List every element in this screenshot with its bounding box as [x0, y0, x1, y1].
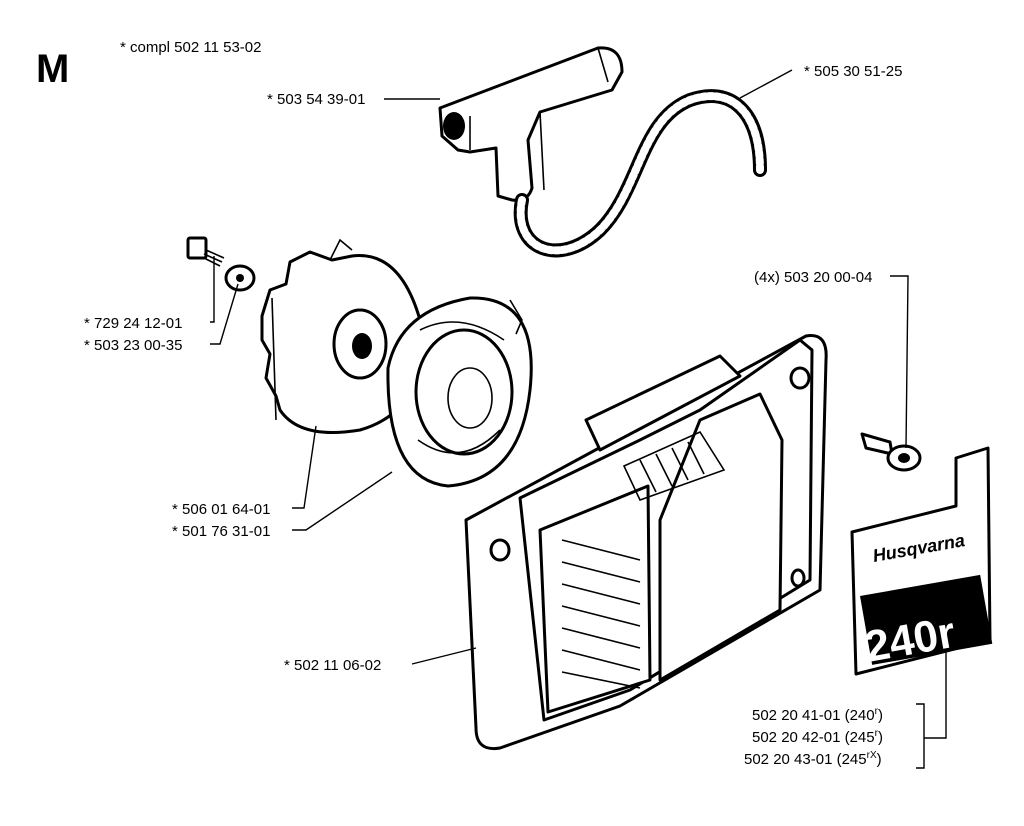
decal-variant-245rx: 502 20 43-01 (245rX): [744, 750, 882, 768]
label-handle-part: * 503 54 39-01: [267, 91, 365, 108]
washer-drawing: [224, 264, 256, 292]
assembly-note: * compl 502 11 53-02: [120, 39, 261, 56]
decal-drawing: Husqvarna 240r: [850, 446, 993, 676]
cover-screw-drawing: [860, 432, 922, 472]
label-cover-part: * 502 11 06-02: [284, 657, 381, 674]
small-screw-drawing: [186, 236, 225, 267]
leader-lines: [210, 69, 947, 769]
starter-cover-drawing: [464, 334, 828, 751]
label-cover-screw-part: (4x) 503 20 00-04: [754, 269, 872, 286]
sheet-letter: M: [36, 47, 69, 91]
starter-rope-drawing: [513, 89, 767, 258]
decal-variant-240r: 502 20 41-01 (240r): [752, 706, 883, 724]
label-washer-part: * 503 23 00-35: [84, 337, 182, 354]
spring-cassette-drawing: [386, 296, 533, 488]
cover-vent-slots: [561, 539, 641, 689]
label-rope-part: * 505 30 51-25: [804, 63, 902, 80]
pulley-drawing: [260, 238, 423, 434]
cover-grille: [622, 430, 726, 501]
label-spring-cassette-part: * 501 76 31-01: [172, 523, 270, 540]
label-small-screw-part: * 729 24 12-01: [84, 315, 182, 332]
starter-handle-drawing: [438, 46, 624, 202]
decal-variant-245r: 502 20 42-01 (245r): [752, 728, 883, 746]
label-pulley-part: * 506 01 64-01: [172, 501, 270, 518]
